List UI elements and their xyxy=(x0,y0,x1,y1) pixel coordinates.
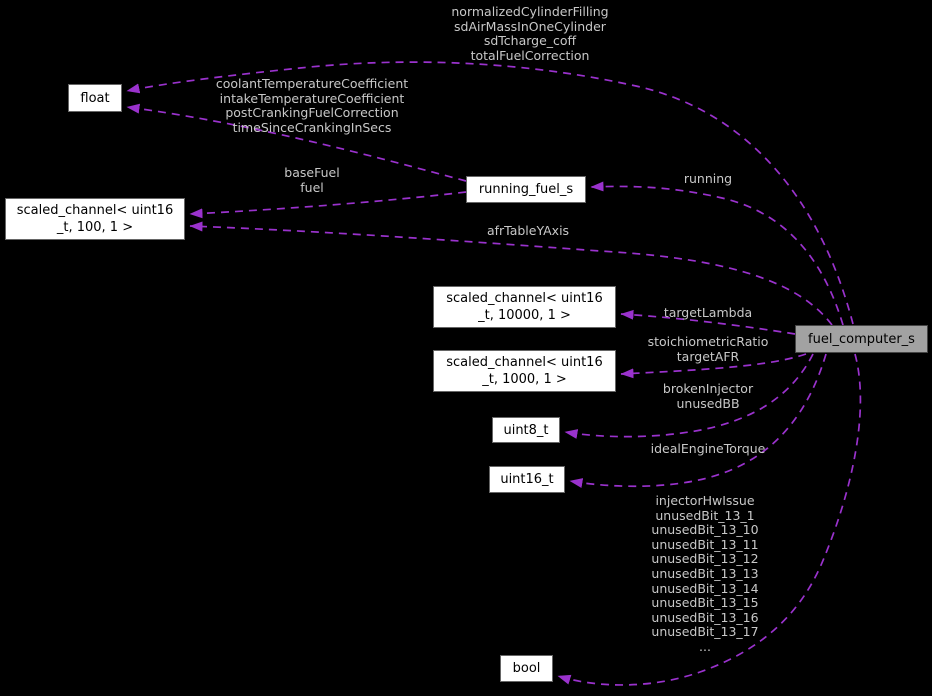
edge-fuel-computer-to-float xyxy=(126,61,854,325)
node-float[interactable]: float xyxy=(68,84,122,112)
edge-fuel-computer-to-scaled10000 xyxy=(620,309,796,335)
node-uint8-t[interactable]: uint8_t xyxy=(492,417,560,443)
edge-label-fuel-computer-to-bool: injectorHwIssue unusedBit_13_1 unusedBit… xyxy=(651,493,759,654)
edge-fuel-computer-to-uint8 xyxy=(564,353,814,439)
edge-label-fuel-computer-to-scaled100: afrTableYAxis xyxy=(486,223,570,238)
node-bool[interactable]: bool xyxy=(500,655,553,682)
node-scaled-channel-100[interactable]: scaled_channel< uint16 _t, 100, 1 > xyxy=(5,198,185,240)
node-scaled-channel-10000[interactable]: scaled_channel< uint16 _t, 10000, 1 > xyxy=(433,286,616,328)
edge-running-to-float xyxy=(126,103,467,182)
edge-label-running-to-float: coolantTemperatureCoefficient intakeTemp… xyxy=(215,76,409,135)
edge-fuel-computer-to-scaled100 xyxy=(189,221,833,326)
edge-label-fuel-computer-to-float: normalizedCylinderFilling sdAirMassInOne… xyxy=(451,4,609,63)
edge-label-fuel-computer-to-scaled10000: targetLambda xyxy=(663,305,753,320)
edge-label-fuel-computer-to-uint16: idealEngineTorque xyxy=(650,441,766,456)
edge-label-fuel-computer-to-scaled1000: stoichiometricRatio targetAFR xyxy=(647,334,769,364)
edge-running-to-scaled100 xyxy=(189,191,467,219)
edge-label-running-to-scaled100: baseFuel fuel xyxy=(284,165,340,195)
edge-label-fuel-computer-to-uint8: brokenInjector unusedBB xyxy=(662,381,754,411)
edge-fuel-computer-to-running xyxy=(590,181,844,326)
node-scaled-channel-1000[interactable]: scaled_channel< uint16 _t, 1000, 1 > xyxy=(433,350,616,392)
edge-label-fuel-computer-to-running: running xyxy=(683,171,733,186)
edge-fuel-computer-to-uint16 xyxy=(569,353,827,488)
node-fuel-computer-s: fuel_computer_s xyxy=(795,325,928,353)
edge-fuel-computer-to-scaled1000 xyxy=(620,353,807,379)
node-uint16-t[interactable]: uint16_t xyxy=(489,466,565,493)
node-running-fuel-s[interactable]: running_fuel_s xyxy=(466,176,586,203)
edge-fuel-computer-to-bool xyxy=(557,353,862,686)
